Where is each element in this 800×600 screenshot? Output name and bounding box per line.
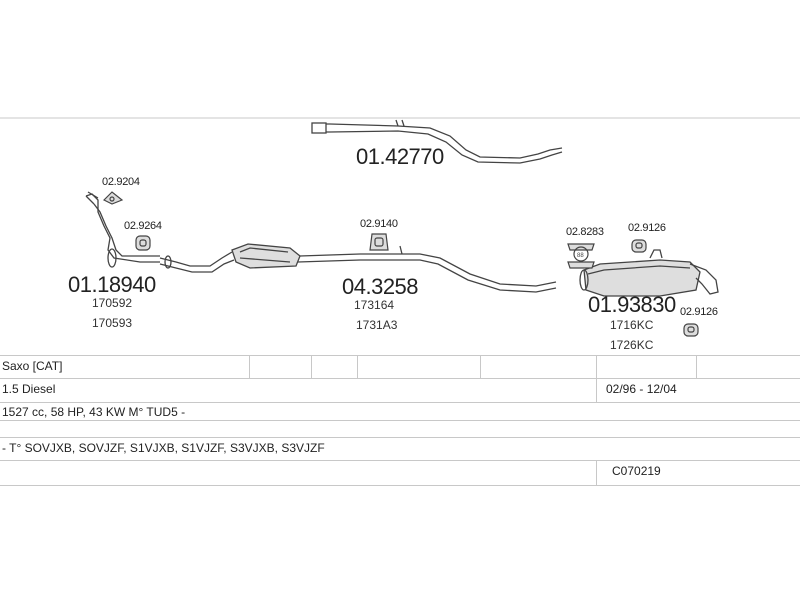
clamp-rear-code[interactable]: 02.8283 xyxy=(566,226,604,238)
clamp-rear-drawing: 88 xyxy=(567,243,595,269)
rear-silencer-oem-2: 1726KC xyxy=(610,338,654,352)
downpipe-code[interactable]: 01.18940 xyxy=(68,272,156,297)
table-rule xyxy=(0,437,800,438)
rear-silencer-code[interactable]: 01.93830 xyxy=(588,292,676,317)
table-rule xyxy=(0,402,800,403)
cat-mid-code[interactable]: 04.3258 xyxy=(342,274,419,299)
mount-front-drawing xyxy=(102,191,124,205)
svg-text:88: 88 xyxy=(577,253,584,259)
vehicle-ref: C070219 xyxy=(612,464,661,478)
mount-rear-top-code[interactable]: 02.9126 xyxy=(628,222,666,234)
cat-mid-oem-1: 173164 xyxy=(354,298,395,312)
table-rule xyxy=(0,460,800,461)
mount-mid-code[interactable]: 02.9140 xyxy=(360,218,398,230)
table-col-divider xyxy=(249,355,250,378)
table-col-divider xyxy=(596,460,597,485)
mount-rear-bottom-code[interactable]: 02.9126 xyxy=(680,306,718,318)
table-rule xyxy=(0,355,800,356)
mount-left-drawing xyxy=(135,235,151,251)
rear-silencer-oem-1: 1716KC xyxy=(610,318,654,332)
mount-mid-drawing xyxy=(369,233,389,251)
pipe-top-code[interactable]: 01.42770 xyxy=(356,144,444,169)
vehicle-types: - T° SOVJXB, SOVJZF, S1VJXB, S1VJZF, S3V… xyxy=(2,441,325,455)
vehicle-specs: 1527 cc, 58 HP, 43 KW M° TUD5 - xyxy=(2,405,186,419)
rear-silencer-drawing xyxy=(579,249,719,297)
vehicle-years: 02/96 - 12/04 xyxy=(606,382,677,396)
mount-rear-top-drawing xyxy=(631,239,647,253)
vehicle-engine: 1.5 Diesel xyxy=(2,382,56,396)
mount-left-code[interactable]: 02.9264 xyxy=(124,220,162,232)
vehicle-model: Saxo [CAT] xyxy=(2,359,63,373)
mount-rear-bottom-drawing xyxy=(683,323,699,337)
downpipe-oem-2: 170593 xyxy=(92,316,133,330)
middle-pipe-drawing xyxy=(159,243,557,293)
cat-mid-oem-2: 1731A3 xyxy=(356,318,398,332)
table-col-divider xyxy=(480,355,481,378)
table-rule xyxy=(0,378,800,379)
table-col-divider xyxy=(696,355,697,378)
table-rule xyxy=(0,485,800,486)
pipe-top-drawing xyxy=(311,119,563,164)
mount-front-code[interactable]: 02.9204 xyxy=(102,176,140,188)
downpipe-oem-1: 170592 xyxy=(92,296,133,310)
downpipe-drawing xyxy=(85,191,160,268)
table-col-divider xyxy=(311,355,312,378)
table-rule xyxy=(0,420,800,421)
table-col-divider xyxy=(357,355,358,378)
table-col-divider xyxy=(596,355,597,402)
